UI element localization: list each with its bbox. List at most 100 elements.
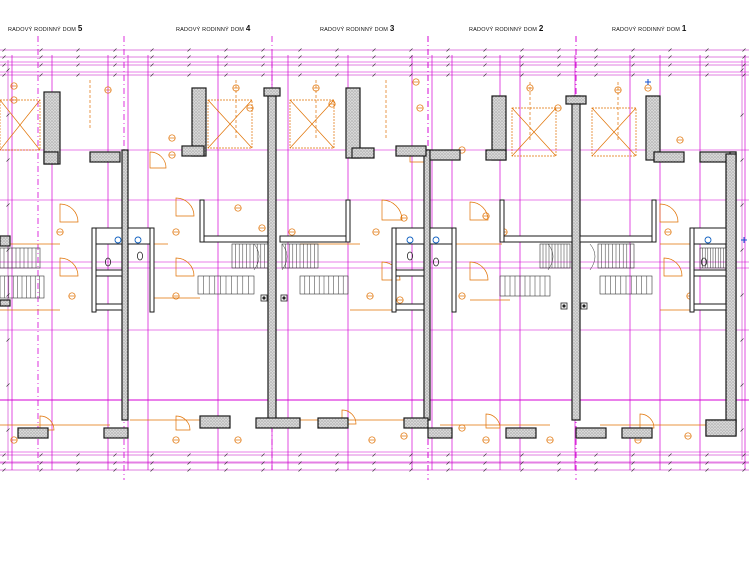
wall-segment bbox=[645, 95, 661, 161]
dimension-tick bbox=[520, 468, 524, 472]
wall-partition bbox=[579, 235, 653, 243]
dimension-tick bbox=[150, 453, 154, 457]
dimension-tick bbox=[740, 158, 744, 162]
dimension-tick bbox=[446, 453, 450, 457]
house-1-title: RADOVÝ RODINNÝ DOM 1 bbox=[612, 24, 687, 33]
dimension-tick bbox=[187, 55, 191, 59]
wall-partition bbox=[689, 269, 727, 277]
dimension-tick bbox=[335, 73, 339, 77]
dimension-tick bbox=[261, 63, 265, 67]
dimension-tick bbox=[2, 55, 6, 59]
dimension-tick bbox=[740, 383, 744, 387]
wall-partition bbox=[499, 199, 505, 243]
dimension-tick bbox=[409, 73, 413, 77]
dimension-tick bbox=[113, 461, 117, 465]
dimension-tick bbox=[557, 468, 561, 472]
dimension-tick bbox=[557, 55, 561, 59]
dimension-tick bbox=[557, 461, 561, 465]
dimension-tick bbox=[298, 453, 302, 457]
dimension-tick bbox=[298, 55, 302, 59]
dimension-tick bbox=[594, 63, 598, 67]
skylight-outline bbox=[207, 99, 253, 149]
dimension-tick bbox=[6, 428, 10, 432]
wall-segment bbox=[267, 89, 277, 421]
wall-partition bbox=[503, 235, 573, 243]
dimension-tick bbox=[187, 468, 191, 472]
toilet-icon bbox=[136, 251, 143, 261]
wall-segment bbox=[575, 427, 607, 439]
house-3-title: RADOVÝ RODINNÝ DOM 3 bbox=[320, 24, 395, 33]
dimension-tick bbox=[594, 453, 598, 457]
dimension-tick bbox=[76, 48, 80, 52]
dimension-tick bbox=[631, 461, 635, 465]
door-swing bbox=[381, 199, 403, 221]
dimension-tick bbox=[594, 468, 598, 472]
wall-partition bbox=[199, 199, 205, 243]
wall-segment bbox=[395, 145, 427, 157]
wall-partition bbox=[451, 227, 457, 313]
dimension-tick bbox=[298, 468, 302, 472]
door-swing bbox=[175, 197, 195, 217]
dimension-tick bbox=[705, 73, 709, 77]
door-swing bbox=[39, 415, 55, 431]
washbasin-icon bbox=[432, 236, 440, 244]
dimension-tick bbox=[742, 461, 746, 465]
dimension-tick bbox=[520, 55, 524, 59]
dimension-tick bbox=[557, 453, 561, 457]
door-swing bbox=[341, 409, 357, 425]
dimension-tick bbox=[335, 48, 339, 52]
chimney-icon bbox=[562, 304, 566, 308]
wall-segment bbox=[89, 151, 121, 163]
dimension-tick bbox=[224, 63, 228, 67]
dimension-tick bbox=[409, 461, 413, 465]
dimension-tick bbox=[261, 48, 265, 52]
door-swing bbox=[663, 257, 683, 277]
dimension-tick bbox=[298, 63, 302, 67]
dimension-tick bbox=[187, 48, 191, 52]
dimension-tick bbox=[483, 73, 487, 77]
wall-segment bbox=[0, 299, 11, 307]
dimension-tick bbox=[76, 453, 80, 457]
house-titles: RADOVÝ RODINNÝ DOM 5 RADOVÝ RODINNÝ DOM … bbox=[8, 24, 687, 33]
dimension-tick bbox=[520, 453, 524, 457]
skylight-outline bbox=[511, 107, 557, 157]
dimension-tick bbox=[150, 63, 154, 67]
dimension-tick bbox=[6, 113, 10, 117]
wall-segment bbox=[505, 427, 537, 439]
dimension-tick bbox=[298, 48, 302, 52]
wall-segment bbox=[43, 151, 59, 165]
dimension-tick bbox=[187, 453, 191, 457]
dimension-tick bbox=[594, 55, 598, 59]
door-swing bbox=[485, 413, 501, 429]
dimension-tick bbox=[224, 453, 228, 457]
axis-grid-lines bbox=[0, 36, 749, 480]
dimension-tick bbox=[742, 48, 746, 52]
dimension-tick bbox=[668, 48, 672, 52]
dimension-tick bbox=[224, 73, 228, 77]
wall-segment bbox=[199, 415, 231, 429]
dimension-tick bbox=[39, 468, 43, 472]
washbasin-icon bbox=[704, 236, 712, 244]
dimension-tick bbox=[261, 73, 265, 77]
dimension-tick bbox=[261, 468, 265, 472]
dimension-lines bbox=[0, 48, 749, 472]
door-swing bbox=[59, 257, 79, 277]
dimension-tick bbox=[705, 55, 709, 59]
dimension-tick bbox=[446, 468, 450, 472]
dimension-tick bbox=[113, 63, 117, 67]
dimension-tick bbox=[187, 73, 191, 77]
dimension-tick bbox=[668, 63, 672, 67]
dimension-tick bbox=[409, 63, 413, 67]
dimension-tick bbox=[742, 73, 746, 77]
dimension-tick bbox=[76, 468, 80, 472]
dimension-tick bbox=[224, 461, 228, 465]
wall-partition bbox=[391, 227, 397, 313]
dimension-tick bbox=[2, 48, 6, 52]
dimension-tick bbox=[372, 468, 376, 472]
dimension-tick bbox=[76, 73, 80, 77]
dimension-tick bbox=[631, 63, 635, 67]
dimension-tick bbox=[483, 55, 487, 59]
wall-segment bbox=[565, 95, 587, 105]
dimension-tick bbox=[6, 158, 10, 162]
